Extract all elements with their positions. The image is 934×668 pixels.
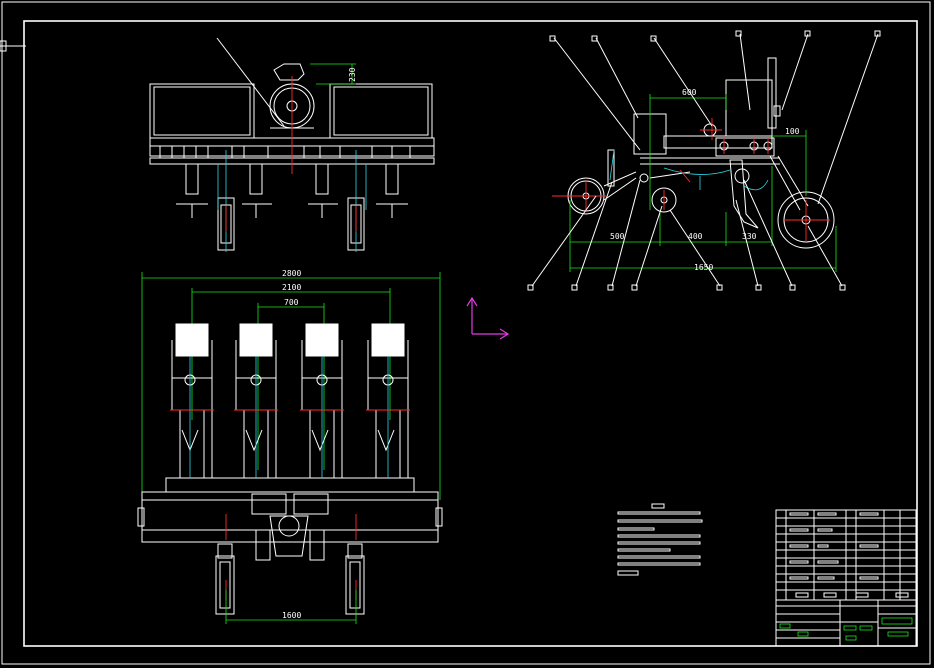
inner-frame	[23, 20, 918, 647]
side-overall-length-dim: 1650	[694, 263, 713, 272]
side-dim-500: 500	[610, 232, 625, 241]
side-dim-100: 100	[785, 127, 800, 136]
plan-view: 2800 2100 700	[137, 269, 443, 624]
ucs-axis-icon	[466, 296, 510, 340]
row-spacing-dim: 700	[284, 298, 299, 307]
technical-notes	[617, 503, 703, 576]
side-view: 600 100 500 400 330 1650	[527, 30, 881, 291]
row-span-dim: 2100	[282, 283, 301, 292]
side-dim-330: 330	[742, 232, 757, 241]
side-dim-400: 400	[688, 232, 703, 241]
front-view: 230	[149, 37, 435, 252]
crosshair-cursor-icon	[0, 40, 26, 52]
title-block	[775, 509, 917, 647]
front-height-dim: 230	[348, 67, 357, 82]
side-dim-600: 600	[682, 88, 697, 97]
wheel-track-dim: 1600	[282, 611, 301, 620]
overall-width-dim: 2800	[282, 269, 301, 278]
